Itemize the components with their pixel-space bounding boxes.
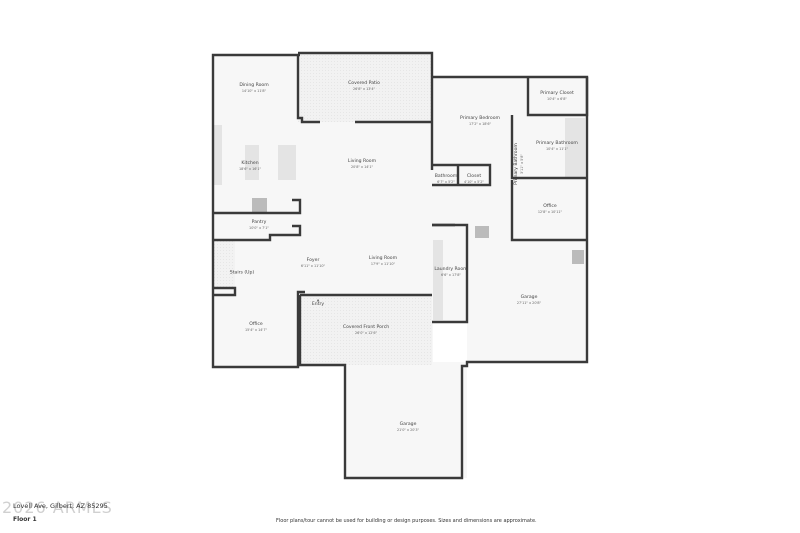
entry-marker: ▲Entry bbox=[312, 298, 324, 308]
room-name: Office bbox=[543, 204, 557, 210]
room-name: Bathroom bbox=[434, 174, 458, 180]
room-dimensions: 6'6" x 17'8" bbox=[441, 272, 461, 277]
room-dimensions: 17'9" x 11'10" bbox=[370, 261, 396, 266]
entry-arrow-icon: ▲ bbox=[316, 298, 320, 303]
room-name: Garage bbox=[399, 422, 417, 428]
room-name: Closet bbox=[466, 174, 482, 180]
watermark: 2026 ARMLS bbox=[2, 498, 113, 517]
covered-porch-area bbox=[300, 295, 432, 365]
room-name: Living Room bbox=[347, 159, 377, 165]
address: Lovell Ave, Gilbert, AZ 85295 bbox=[13, 502, 108, 510]
room-dimensions: 26'0" x 12'6" bbox=[354, 330, 378, 335]
room-name: Primary Bedroom bbox=[460, 116, 500, 122]
room-dimensions: 15'4" x 14'7" bbox=[244, 327, 268, 332]
room-name: Primary Bathroom bbox=[514, 143, 520, 185]
room-dimensions: 4'10" x 5'2" bbox=[464, 179, 484, 184]
room-dimensions: 20'8" x 14'1" bbox=[350, 164, 374, 169]
room-name: Garage bbox=[520, 295, 538, 301]
room-name: Entry bbox=[311, 302, 325, 308]
room-name: Covered Front Porch bbox=[342, 325, 390, 331]
stairs-area bbox=[213, 241, 235, 288]
walls bbox=[211, 51, 589, 480]
room-name: Pantry bbox=[251, 220, 267, 226]
room-dimensions: 27'11" x 20'8" bbox=[516, 300, 542, 305]
room-dimensions: 18'6" x 16'1" bbox=[238, 166, 262, 171]
room-dimensions: 3'11" x 5'8" bbox=[519, 154, 524, 174]
room-name: Covered Patio bbox=[348, 81, 380, 87]
room-dimensions: 10'0" x 7'1" bbox=[249, 225, 269, 230]
room-dimensions: 26'8" x 13'4" bbox=[352, 86, 376, 91]
room-dimensions: 10'4" x 6'8" bbox=[547, 96, 567, 101]
room-name: Stairs (Up) bbox=[229, 270, 255, 276]
room-name: Kitchen bbox=[241, 161, 259, 167]
room-dimensions: 14'10" x 11'8" bbox=[241, 88, 267, 93]
floor-label: Floor 1 bbox=[13, 516, 37, 523]
fixtures bbox=[214, 118, 585, 320]
room-dimensions: 21'0" x 20'3" bbox=[396, 427, 420, 432]
room-dimensions: 10'4" x 11'1" bbox=[545, 146, 569, 151]
disclaimer: Floor plans/tour cannot be used for buil… bbox=[276, 518, 537, 524]
room-name: Dining Room bbox=[239, 83, 269, 89]
room-dimensions: 6'7" x 5'2" bbox=[437, 179, 455, 184]
room-name: Primary Bathroom bbox=[536, 141, 578, 147]
room-dimensions: 12'8" x 10'11" bbox=[537, 209, 563, 214]
room-name: Primary Closet bbox=[540, 91, 574, 97]
room-stairs: Stairs (Up) bbox=[230, 270, 254, 276]
room-name: Foyer bbox=[306, 258, 320, 264]
room-dimensions: 6'11" x 11'10" bbox=[300, 263, 326, 268]
room-dimensions: 17'2" x 18'6" bbox=[468, 121, 492, 126]
room-name: Living Room bbox=[368, 256, 398, 262]
room-name: Laundry Room bbox=[434, 267, 468, 273]
room-name: Office bbox=[249, 322, 263, 328]
covered-patio-area bbox=[298, 53, 432, 122]
